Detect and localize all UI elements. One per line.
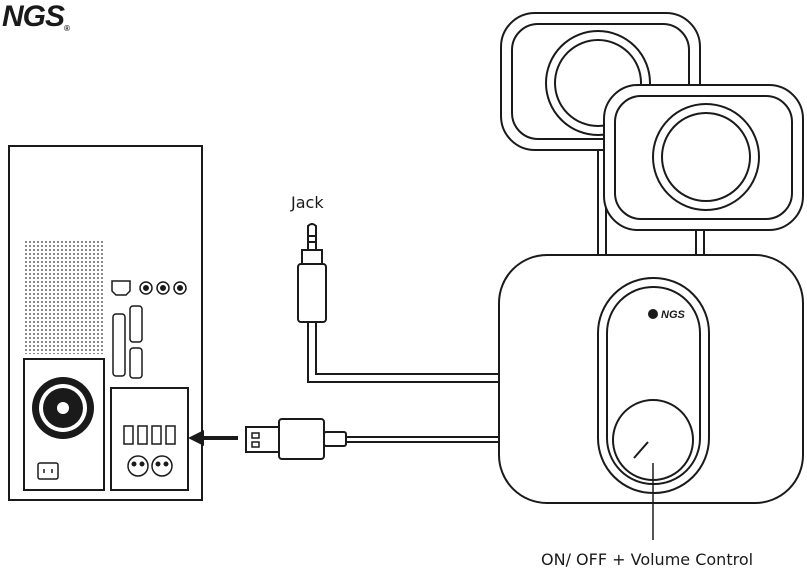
jack-cable	[307, 340, 506, 383]
volume-knob-icon	[612, 399, 694, 540]
usb-plug-icon	[245, 418, 347, 460]
control-base	[498, 254, 804, 504]
vent-grille	[24, 239, 104, 354]
pc-tower-icon	[8, 145, 203, 501]
usb-port-panel	[110, 387, 189, 491]
jack-plug-icon	[297, 223, 327, 340]
brand-logo: NGS®	[2, 0, 70, 34]
audio-ports	[111, 280, 187, 296]
usb-cable	[346, 436, 506, 443]
power-supply	[23, 358, 105, 491]
speaker-icon	[603, 84, 804, 256]
brand-logo-text: NGS	[2, 0, 65, 33]
registered-mark: ®	[64, 24, 70, 33]
arrow-left-icon	[188, 430, 238, 446]
jack-label: Jack	[291, 193, 324, 212]
volume-control-label: ON/ OFF + Volume Control	[541, 550, 754, 569]
ngs-logo-mark	[648, 309, 658, 319]
device-logo-text: NGS	[661, 309, 686, 321]
serial-ports	[112, 305, 143, 379]
